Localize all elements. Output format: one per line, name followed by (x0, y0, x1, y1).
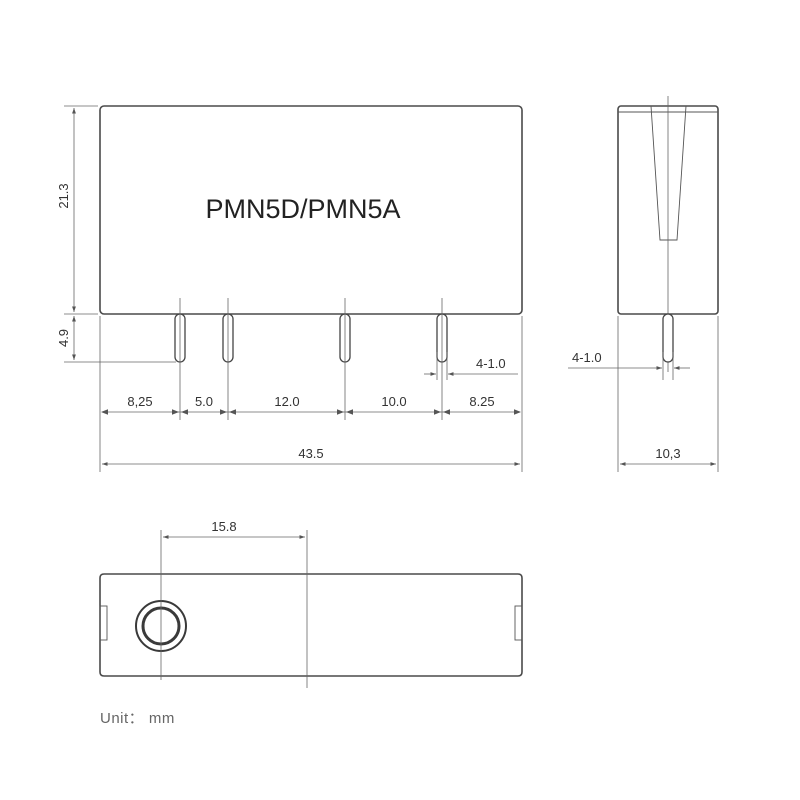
hole-offset-dimension: 15.8 (211, 519, 236, 534)
notch-left (99, 605, 108, 641)
pin-width-dimension-front: 4-1.0 (476, 356, 506, 371)
relay-body-top (99, 573, 523, 677)
spacing-dimension-4: 10.0 (381, 394, 406, 409)
side-view: 4-1.0 10,3 (568, 96, 719, 472)
total-length-dimension: 43.5 (298, 446, 323, 461)
spacing-dimension-2: 5.0 (195, 394, 213, 409)
relay-body-front (99, 105, 523, 315)
top-view: 15.8 (99, 519, 523, 688)
height-dimension: 21.3 (56, 183, 71, 208)
pin-length-dimension: 4.9 (56, 329, 71, 347)
spacing-dimension-1: 8,25 (127, 394, 152, 409)
model-label: PMN5D/PMN5A (205, 194, 400, 224)
side-pin (662, 313, 674, 363)
spacing-dimension-3: 12.0 (274, 394, 299, 409)
side-wedge (650, 105, 687, 241)
front-view: PMN5D/PMN5A 21.3 4.9 4-1.0 (56, 105, 523, 472)
spacing-dimension-5: 8.25 (469, 394, 494, 409)
notch-right (514, 605, 523, 641)
unit-label: Unit： mm (100, 710, 175, 727)
side-width-dimension: 10,3 (655, 446, 680, 461)
pin-width-dimension-side: 4-1.0 (572, 350, 602, 365)
